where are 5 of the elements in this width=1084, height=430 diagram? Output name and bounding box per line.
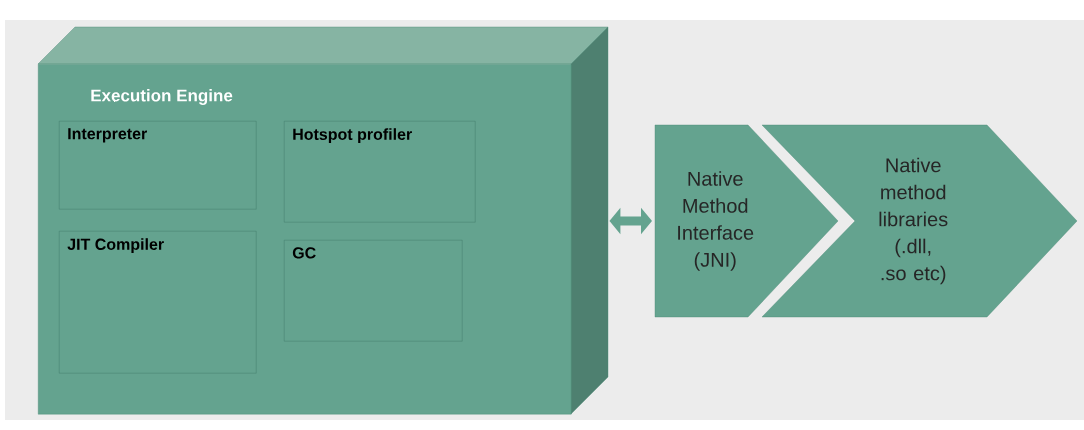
component-box: Interpreter [59,121,257,210]
component-box: JIT Compiler [59,231,257,374]
component-box: Hotspot profiler [284,121,476,223]
double-arrow [609,207,652,235]
component-box: GC [284,240,463,342]
